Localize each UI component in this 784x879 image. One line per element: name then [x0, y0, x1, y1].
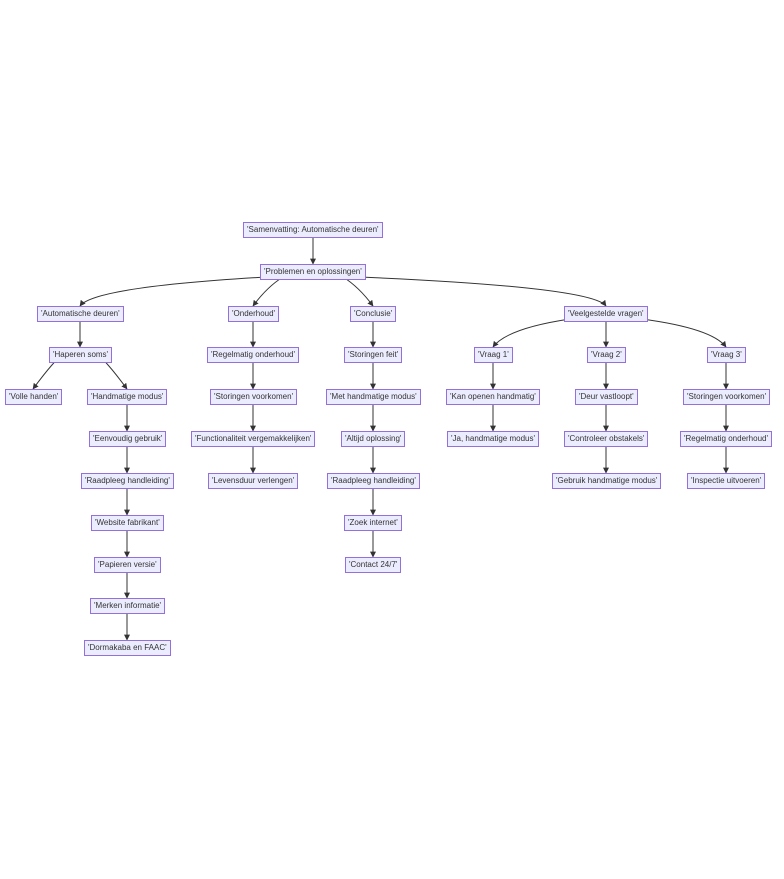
- node-storingen-feit: 'Storingen feit': [344, 347, 403, 363]
- edge-faq-vraag1: [492, 318, 571, 348]
- node-controleer-obstakels: 'Controleer obstakels': [564, 431, 649, 447]
- node-eenvoudig-gebruik: 'Eenvoudig gebruik': [89, 431, 167, 447]
- node-functionaliteit-vergemakkelijken: 'Functionaliteit vergemakkelijken': [191, 431, 316, 447]
- edge-problems-conclusie: [342, 276, 374, 307]
- node-volle-handen: 'Volle handen': [5, 389, 63, 405]
- edge-faq-vraag3: [641, 318, 727, 348]
- node-storingen-voorkomen: 'Storingen voorkomen': [210, 389, 298, 405]
- node-onderhoud: 'Onderhoud': [228, 306, 280, 322]
- node-deur-vastloopt: 'Deur vastloopt': [575, 389, 638, 405]
- edge-haperen-volle: [32, 359, 57, 390]
- node-samenvatting: 'Samenvatting: Automatische deuren': [243, 222, 383, 238]
- node-storingen-voorkomen-3: 'Storingen voorkomen': [683, 389, 771, 405]
- node-vraag-1: 'Vraag 1': [474, 347, 513, 363]
- node-vraag-3: 'Vraag 3': [707, 347, 746, 363]
- edge-haperen-handm: [103, 359, 128, 390]
- node-papieren-versie: 'Papieren versie': [94, 557, 161, 573]
- node-merken-informatie: 'Merken informatie': [90, 598, 166, 614]
- node-website-fabrikant: 'Website fabrikant': [91, 515, 164, 531]
- node-contact-24-7: 'Contact 24/7': [345, 557, 402, 573]
- node-vraag-2: 'Vraag 2': [587, 347, 626, 363]
- node-problemen-en-oplossingen: 'Problemen en oplossingen': [260, 264, 366, 280]
- node-ja-handmatige-modus: 'Ja, handmatige modus': [447, 431, 539, 447]
- node-regelmatig-onderhoud-3: 'Regelmatig onderhoud': [680, 431, 772, 447]
- node-dormakaba-en-faac: 'Dormakaba en FAAC': [84, 640, 171, 656]
- edge-problems-faq: [359, 276, 607, 307]
- node-conclusie: 'Conclusie': [350, 306, 397, 322]
- node-haperen-soms: 'Haperen soms': [49, 347, 113, 363]
- edge-problems-auto: [79, 276, 267, 307]
- node-automatische-deuren: 'Automatische deuren': [37, 306, 124, 322]
- node-raadpleeg-handleiding-2: 'Raadpleeg handleiding': [327, 473, 420, 489]
- node-zoek-internet: 'Zoek internet': [344, 515, 402, 531]
- node-kan-openen-handmatig: 'Kan openen handmatig': [446, 389, 540, 405]
- edge-problems-onderhoud: [252, 276, 284, 307]
- node-inspectie-uitvoeren: 'Inspectie uitvoeren': [687, 473, 766, 489]
- node-gebruik-handmatige-modus: 'Gebruik handmatige modus': [552, 473, 662, 489]
- node-raadpleeg-handleiding: 'Raadpleeg handleiding': [81, 473, 174, 489]
- node-levensduur-verlengen: 'Levensduur verlengen': [208, 473, 299, 489]
- node-regelmatig-onderhoud: 'Regelmatig onderhoud': [207, 347, 299, 363]
- node-veelgestelde-vragen: 'Veelgestelde vragen': [564, 306, 648, 322]
- node-handmatige-modus: 'Handmatige modus': [87, 389, 168, 405]
- node-altijd-oplossing: 'Altijd oplossing': [341, 431, 406, 447]
- node-met-handmatige-modus: 'Met handmatige modus': [326, 389, 421, 405]
